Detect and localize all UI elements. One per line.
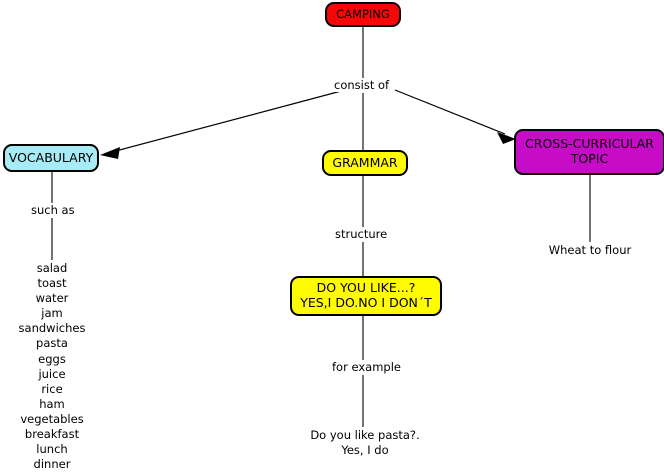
edge-junction-to-vocabulary — [111, 89, 346, 153]
edge-junction-to-cross — [394, 89, 506, 135]
edge-label-such-as: such as — [28, 203, 78, 217]
edge-label-for-example: for example — [329, 360, 404, 374]
arrowhead-vocabulary-icon — [100, 147, 120, 159]
node-grammar[interactable]: GRAMMAR — [322, 150, 408, 176]
node-camping[interactable]: CAMPING — [325, 2, 401, 27]
node-cross-curricular-topic[interactable]: CROSS-CURRICULAR TOPIC — [514, 129, 664, 175]
node-do-you-like-question[interactable]: DO YOU LIKE...? YES,I DO.NO I DON´T — [290, 276, 442, 316]
grammar-example-text: Do you like pasta?. Yes, I do — [310, 428, 420, 458]
cross-curricular-topic-text: Wheat to flour — [548, 243, 632, 257]
vocabulary-word-list: salad toast water jam sandwiches pasta e… — [18, 261, 86, 472]
edge-label-consist-of: consist of — [331, 78, 393, 92]
edge-label-structure: structure — [332, 227, 391, 241]
node-vocabulary[interactable]: VOCABULARY — [3, 144, 99, 172]
